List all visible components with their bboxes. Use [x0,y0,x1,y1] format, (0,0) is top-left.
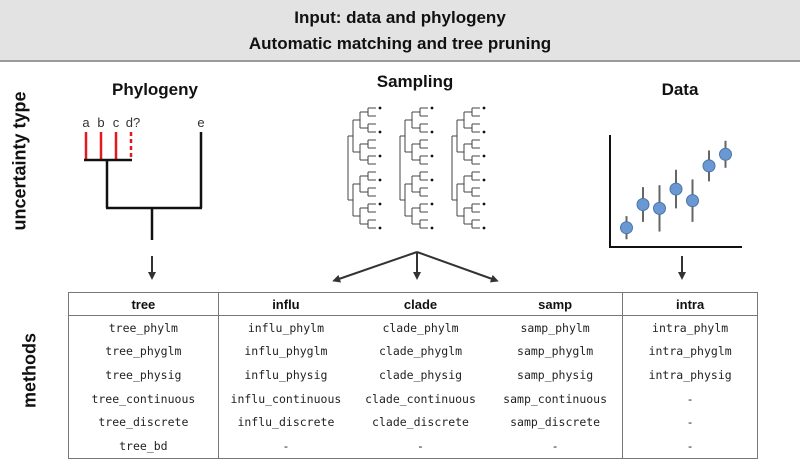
sampled-tree-tip-dot [482,106,486,110]
data-point [620,221,633,235]
table-cell: clade_discrete [372,415,469,430]
table-cell: tree_discrete [68,410,219,434]
sampled-tree-tip-dot [430,154,434,158]
table-cell: influ_continuous [230,391,342,406]
table-cell: tree_continuous [68,386,219,411]
sampled-tree-tip-dot [378,154,382,158]
tip-label-e: e [197,115,204,130]
header-samp: samp [487,292,624,316]
table-cell: clade_phylm [382,320,459,335]
table-cell: influ_phylm [247,320,324,335]
arrows [148,251,686,283]
phylogeny-title: Phylogeny [112,80,198,99]
header-intra: intra [622,292,758,316]
methods-table: tree influ clade samp intra tree_phylm i… [68,292,758,459]
sampled-tree-tip-dot [482,226,486,230]
sampled-tree-tip-dot [430,106,434,110]
table-cell: influ_discrete [237,415,335,430]
header-tree: tree [68,292,219,316]
tip-label-b: b [97,115,104,130]
sampling-trees [347,106,486,230]
data-plot [609,135,742,248]
sampled-tree [347,106,382,230]
table-cell: - [417,438,424,453]
table-cell: - [282,438,290,453]
table-cell: - [487,433,624,459]
table-cell: intra_phylm [652,320,729,335]
arrow-sampling-to-samp [416,251,499,283]
table-cell: clade_continuous [365,391,476,406]
data-point [669,182,683,196]
sampled-tree-tip-dot [378,202,382,206]
table-cell: tree_phyglm [68,339,219,364]
table-cell: clade_physig [378,367,463,382]
table-cell: samp_discrete [487,410,624,434]
data-point [636,198,650,212]
uncertain-clade-branches [84,132,133,160]
tip-label-a: a [82,115,90,130]
table-cell: influ_physig [244,367,328,382]
table-row: tree_continuous influ_continuous clade_c… [68,386,758,411]
table-cell: tree_phylm [68,315,219,340]
table-cell: samp_phylm [487,315,624,340]
sampled-tree-tip-dot [378,178,382,182]
data-point [653,201,666,215]
table-cell: tree_physig [68,363,219,387]
table-row: tree_phyglm influ_phyglm clade_phyglm sa… [68,339,758,364]
arrow-sampling-to-influ [332,251,418,283]
table-cell: - [686,438,694,453]
table-cell: - [686,391,694,406]
data-points [620,140,732,240]
sampled-tree-tip-dot [430,202,434,206]
table-cell: samp_physig [487,363,624,387]
data-point [686,194,699,208]
phylogeny-tree: a b c d? e [82,115,205,240]
sampled-tree [451,106,486,230]
data-point [719,147,732,161]
table-header-row: tree influ clade samp intra [68,292,758,316]
header-line-2: Automatic matching and tree pruning [248,34,552,53]
table-cell: clade_phyglm [378,344,463,359]
table-cell: tree_bd [68,433,219,459]
header-line-1: Input: data and phylogeny [294,8,506,27]
sampled-tree [399,106,434,230]
sampled-tree-tip-dot [430,130,434,134]
table-cell: intra_physig [648,367,732,382]
sampled-tree-tip-dot [430,178,434,182]
table-row: tree_bd - - - - [68,433,758,459]
header-clade: clade [353,292,488,316]
table-cell: samp_continuous [487,386,624,411]
sampled-tree-tip-dot [378,226,382,230]
tip-label-c: c [113,115,120,130]
table-row: tree_physig influ_physig clade_physig sa… [68,363,758,387]
sampled-tree-tip-dot [482,178,486,182]
sampled-tree-tip-dot [482,154,486,158]
data-title: Data [661,80,699,99]
data-point [702,159,716,173]
sampled-tree-tip-dot [378,130,382,134]
header-influ: influ [218,292,354,316]
table-row: tree_discrete influ_discrete clade_discr… [68,410,758,434]
sampled-tree-tip-dot [378,106,382,110]
tip-label-d: d? [126,115,140,130]
table-cell: samp_phyglm [487,339,624,364]
table-cell: - [686,415,694,430]
sampled-tree-tip-dot [482,130,486,134]
sampled-tree-tip-dot [482,202,486,206]
table-cell: influ_phyglm [244,344,328,359]
table-row: tree_phylm influ_phylm clade_phylm samp_… [68,315,758,340]
sampled-tree-tip-dot [430,226,434,230]
header-banner: Input: data and phylogeny Automatic matc… [0,0,800,62]
table-cell: intra_phyglm [648,344,732,359]
sampling-title: Sampling [376,72,454,91]
